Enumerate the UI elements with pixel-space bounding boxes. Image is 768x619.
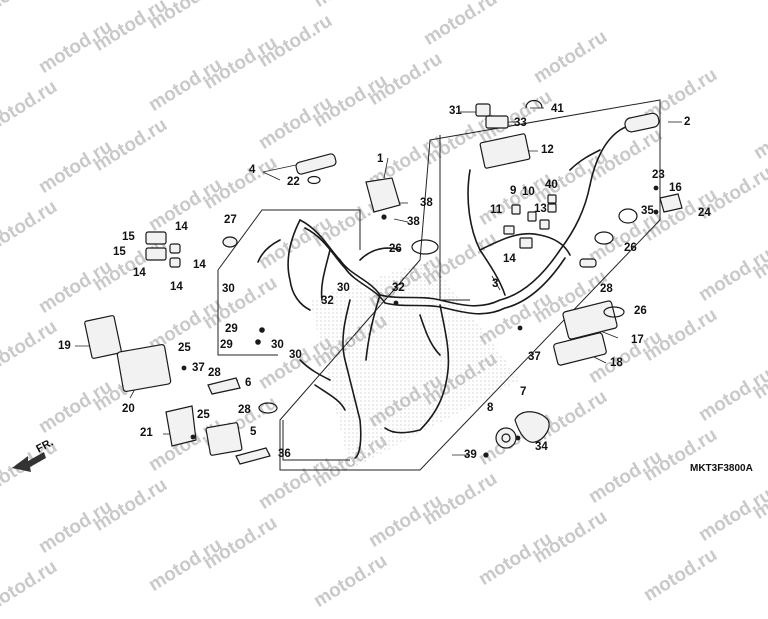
callout-5: 5 [250, 426, 257, 438]
callout-1: 1 [377, 153, 384, 165]
callout-26: 26 [624, 242, 637, 254]
callout-30: 30 [271, 339, 284, 351]
callout-24: 24 [698, 207, 711, 219]
callout-33: 33 [514, 117, 527, 129]
callout-11: 11 [490, 204, 503, 216]
callout-6: 6 [245, 377, 252, 389]
callout-32: 32 [321, 295, 334, 307]
callout-19: 19 [58, 340, 71, 352]
callout-41: 41 [551, 103, 564, 115]
callout-9: 9 [510, 185, 517, 197]
callout-22: 22 [287, 176, 300, 188]
callout-20: 20 [122, 403, 135, 415]
callout-38: 38 [420, 197, 433, 209]
callout-29: 29 [220, 339, 233, 351]
callout-28: 28 [238, 404, 251, 416]
callout-29: 29 [225, 323, 238, 335]
callout-15: 15 [113, 246, 126, 258]
callout-28: 28 [208, 367, 221, 379]
callout-17: 17 [631, 334, 644, 346]
callout-25: 25 [178, 342, 191, 354]
callout-12: 12 [541, 144, 554, 156]
callout-14: 14 [133, 267, 146, 279]
callout-32: 32 [392, 282, 405, 294]
fasteners [181, 185, 659, 458]
callout-4: 4 [249, 164, 256, 176]
callout-14: 14 [503, 253, 516, 265]
callout-8: 8 [487, 402, 494, 414]
callout-37: 37 [192, 362, 205, 374]
callout-35: 35 [641, 205, 654, 217]
callout-40: 40 [545, 179, 558, 191]
reference-frame [217, 99, 661, 471]
callout-30: 30 [337, 282, 350, 294]
callout-28: 28 [600, 283, 613, 295]
callout-30: 30 [222, 283, 235, 295]
callout-16: 16 [669, 182, 682, 194]
callout-21: 21 [140, 427, 153, 439]
callout-31: 31 [449, 105, 462, 117]
callout-34: 34 [535, 441, 548, 453]
callout-14: 14 [170, 281, 183, 293]
callout-13: 13 [534, 203, 547, 215]
callout-27: 27 [224, 214, 237, 226]
callout-14: 14 [193, 259, 206, 271]
callout-10: 10 [522, 186, 535, 198]
components [84, 99, 683, 465]
callout-15: 15 [122, 231, 135, 243]
callout-18: 18 [610, 357, 623, 369]
front-direction-arrow [12, 452, 46, 472]
callout-3: 3 [492, 278, 499, 290]
wiring-harness-drawing [12, 99, 683, 472]
callout-39: 39 [464, 449, 477, 461]
diagram-code: MKT3F3800A [690, 463, 753, 474]
callout-23: 23 [652, 169, 665, 181]
callout-26: 26 [389, 243, 402, 255]
callout-30: 30 [289, 349, 302, 361]
callout-14: 14 [175, 221, 188, 233]
callout-7: 7 [520, 386, 527, 398]
callout-36: 36 [278, 448, 291, 460]
callout-38: 38 [407, 216, 420, 228]
callout-2: 2 [684, 116, 691, 128]
callout-37: 37 [528, 351, 541, 363]
callout-25: 25 [197, 409, 210, 421]
callout-26: 26 [634, 305, 647, 317]
